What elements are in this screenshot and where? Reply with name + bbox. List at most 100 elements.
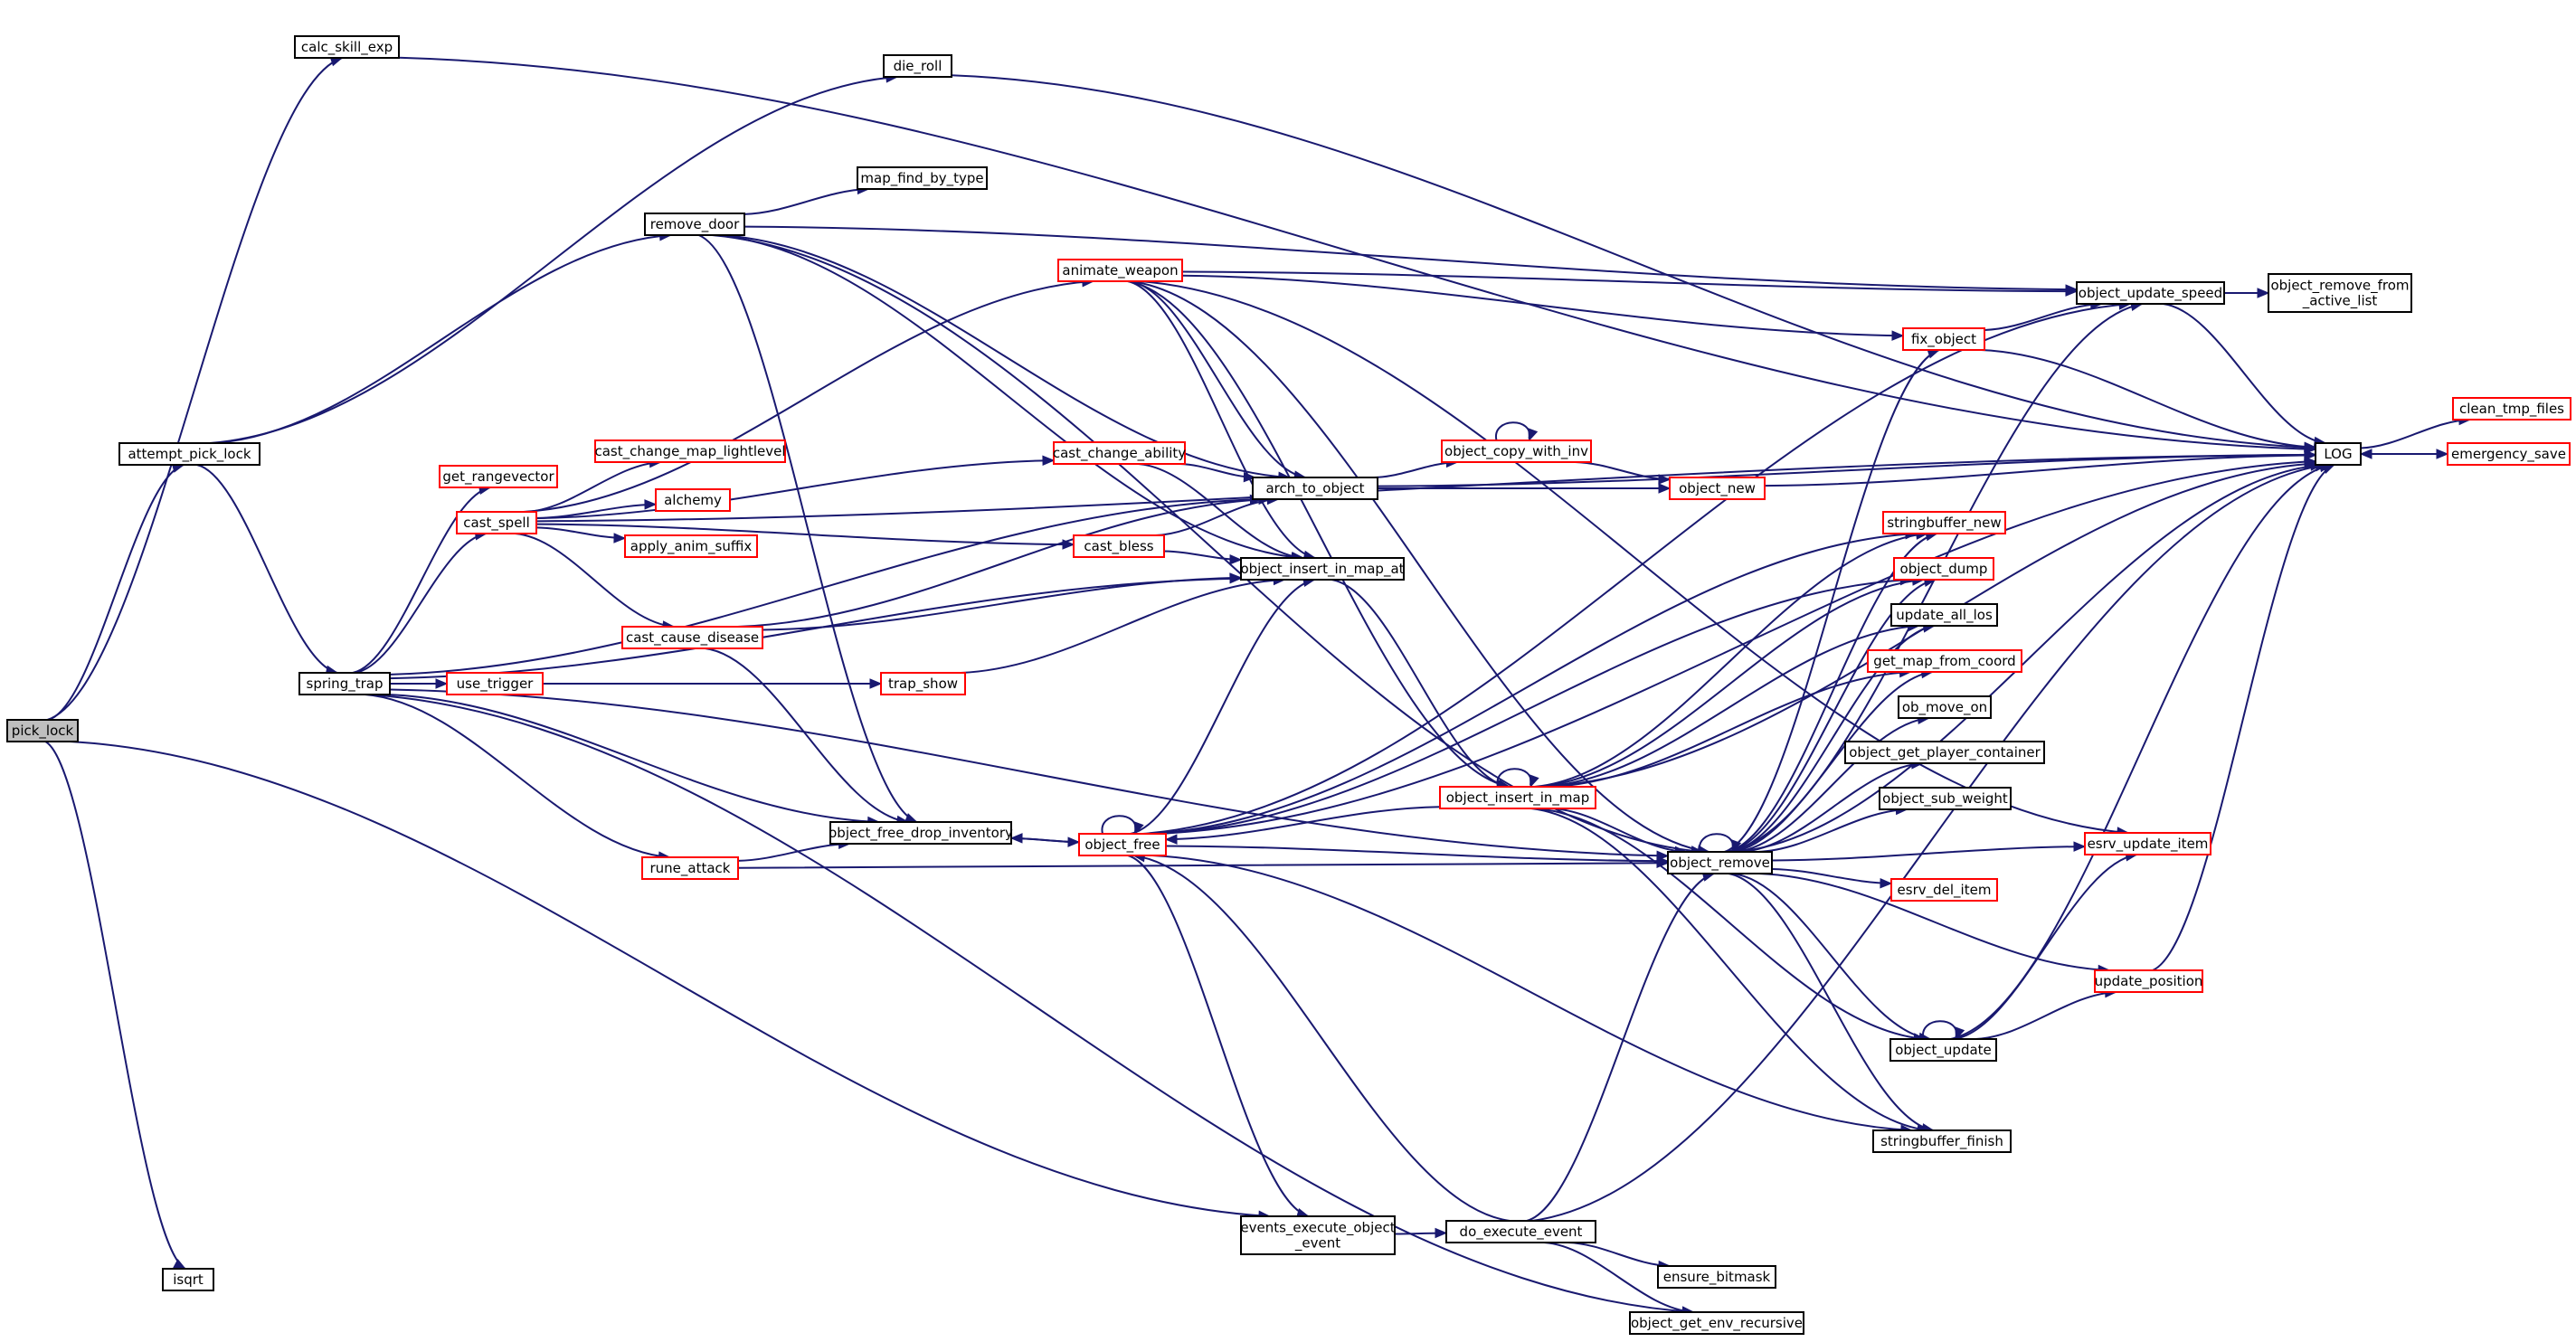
edge-line	[48, 464, 185, 721]
edge-object_insert_in_map-to-object_insert_in_map	[1496, 768, 1539, 789]
node-box	[2094, 969, 2203, 993]
edge-line	[698, 234, 917, 823]
edge-line	[1130, 280, 1306, 478]
node-spring-trap[interactable]: spring_trap	[298, 672, 391, 695]
node-object-remove[interactable]: object_remove	[1667, 851, 1773, 874]
node-do-execute-event[interactable]: do_execute_event	[1445, 1220, 1596, 1243]
node-trap-show[interactable]: trap_show	[880, 672, 966, 695]
node-label: spring_trap	[307, 676, 384, 693]
edge-line	[355, 533, 487, 674]
node-esrv-update-item[interactable]: esrv_update_item	[2084, 832, 2211, 855]
edge-fix_object-to-LOG	[1981, 349, 2317, 452]
node-attempt-pick-lock[interactable]: attempt_pick_lock	[118, 442, 260, 466]
node-update-all-los[interactable]: update_all_los	[1890, 603, 1998, 627]
node-object-get-player-container[interactable]: object_get_player_container	[1844, 741, 2045, 764]
edge-line	[44, 741, 186, 1270]
edge-object_free-to-events_execute_object_event	[1127, 855, 1310, 1219]
node-pick-lock[interactable]: pick_lock	[6, 719, 79, 742]
node-LOG[interactable]: LOG	[2315, 442, 2362, 466]
node-ensure-bitmask[interactable]: ensure_bitmask	[1657, 1265, 1776, 1289]
node-animate-weapon[interactable]: animate_weapon	[1057, 259, 1183, 282]
node-remove-door[interactable]: remove_door	[644, 213, 745, 236]
node-label: cast_change_map_lightlevel	[594, 443, 785, 460]
node-events-execute-object-event[interactable]: events_execute_object_event	[1240, 1215, 1396, 1255]
node-alchemy[interactable]: alchemy	[655, 488, 731, 512]
node-object-free-drop-inventory[interactable]: object_free_drop_inventory	[829, 821, 1013, 845]
edge-arrowhead	[1891, 330, 1905, 341]
node-object-dump[interactable]: object_dump	[1893, 557, 1994, 581]
edge-line	[398, 56, 2316, 450]
edge-line	[1154, 579, 1912, 835]
node-ob-move-on[interactable]: ob_move_on	[1898, 695, 1992, 719]
node-box	[456, 511, 537, 534]
node-use-trigger[interactable]: use_trigger	[446, 672, 544, 695]
node-cast-bless[interactable]: cast_bless	[1073, 534, 1165, 558]
edge-trap_show-to-object_insert_in_map_at	[961, 574, 1286, 674]
edge-line	[1156, 460, 2316, 835]
edge-arrowhead	[644, 499, 658, 510]
node-fix-object[interactable]: fix_object	[1902, 327, 1985, 351]
node-stringbuffer-finish[interactable]: stringbuffer_finish	[1872, 1129, 2012, 1153]
edge-line	[951, 74, 2316, 449]
node-object-new[interactable]: object_new	[1669, 477, 1766, 500]
node-get-rangevector[interactable]: get_rangevector	[439, 465, 558, 488]
node-box	[1057, 259, 1183, 282]
node-clean-tmp-files[interactable]: clean_tmp_files	[2452, 397, 2571, 421]
edges-layer	[44, 56, 2472, 1317]
edge-object_free-to-object_remove	[1165, 845, 1670, 866]
node-label: arch_to_object	[1265, 480, 1364, 497]
node-label: rune_attack	[650, 860, 731, 877]
edge-arrowhead	[2257, 288, 2270, 298]
edge-line	[1551, 808, 1687, 853]
node-cast-change-map-lightlevel[interactable]: cast_change_map_lightlevel	[594, 439, 786, 463]
node-emergency-save[interactable]: emergency_save	[2447, 442, 2571, 466]
node-esrv-del-item[interactable]: esrv_del_item	[1890, 878, 1998, 902]
node-calc-skill-exp[interactable]: calc_skill_exp	[294, 35, 400, 59]
node-update-position[interactable]: update_position	[2094, 969, 2203, 993]
edge-object_remove-to-esrv_del_item	[1771, 867, 1893, 889]
edge-arrowhead	[1009, 833, 1023, 844]
node-object-update[interactable]: object_update	[1889, 1038, 1997, 1062]
node-object-free[interactable]: object_free	[1078, 833, 1167, 856]
edge-line	[2152, 464, 2335, 971]
edge-arrowhead	[1229, 572, 1243, 583]
node-object-sub-weight[interactable]: object_sub_weight	[1879, 787, 2012, 810]
edge-pick_lock-to-attempt_pick_lock	[48, 462, 185, 721]
node-get-map-from-coord[interactable]: get_map_from_coord	[1867, 649, 2022, 673]
node-label: _event	[1294, 1235, 1340, 1252]
edge-line	[1724, 349, 1940, 853]
node-object-insert-in-map-at[interactable]: object_insert_in_map_at	[1240, 557, 1405, 581]
edge-line	[1377, 453, 2316, 487]
node-object-update-speed[interactable]: object_update_speed	[2076, 281, 2225, 305]
node-rune-attack[interactable]: rune_attack	[641, 856, 739, 880]
node-box	[1667, 851, 1773, 874]
node-map-find-by-type[interactable]: map_find_by_type	[857, 166, 988, 190]
node-box	[439, 465, 558, 488]
node-arch-to-object[interactable]: arch_to_object	[1252, 477, 1378, 500]
node-cast-cause-disease[interactable]: cast_cause_disease	[621, 626, 763, 649]
node-label: object_free_drop_inventory	[829, 825, 1013, 842]
node-object-get-env-recursive[interactable]: object_get_env_recursive	[1629, 1311, 1804, 1335]
edge-line	[1165, 845, 1669, 863]
node-object-insert-in-map[interactable]: object_insert_in_map	[1439, 786, 1596, 809]
edge-arrowhead	[1658, 474, 1672, 485]
node-cast-change-ability[interactable]: cast_change_ability	[1053, 441, 1186, 465]
node-label: alchemy	[664, 492, 722, 508]
edge-rune_attack-to-object_remove	[737, 857, 1670, 869]
node-cast-spell[interactable]: cast_spell	[456, 511, 537, 534]
node-box	[1078, 833, 1167, 856]
node-object-copy-with-inv[interactable]: object_copy_with_inv	[1441, 439, 1592, 463]
node-label: object_get_player_container	[1849, 744, 2041, 761]
node-box	[2447, 442, 2571, 466]
node-stringbuffer-new[interactable]: stringbuffer_new	[1882, 511, 2006, 534]
edge-events_execute_object_event-to-do_execute_event	[1394, 1227, 1448, 1239]
node-die-roll[interactable]: die_roll	[883, 54, 952, 78]
node-apply-anim-suffix[interactable]: apply_anim_suffix	[624, 534, 758, 558]
node-object-remove-from-active-list[interactable]: object_remove_from_active_list	[2268, 273, 2412, 313]
node-box	[294, 35, 400, 59]
node-label: cast_spell	[463, 515, 530, 532]
node-label: _active_list	[2302, 293, 2378, 310]
node-isqrt[interactable]: isqrt	[162, 1268, 214, 1291]
edge-line	[743, 225, 2078, 291]
node-label: map_find_by_type	[860, 170, 983, 187]
